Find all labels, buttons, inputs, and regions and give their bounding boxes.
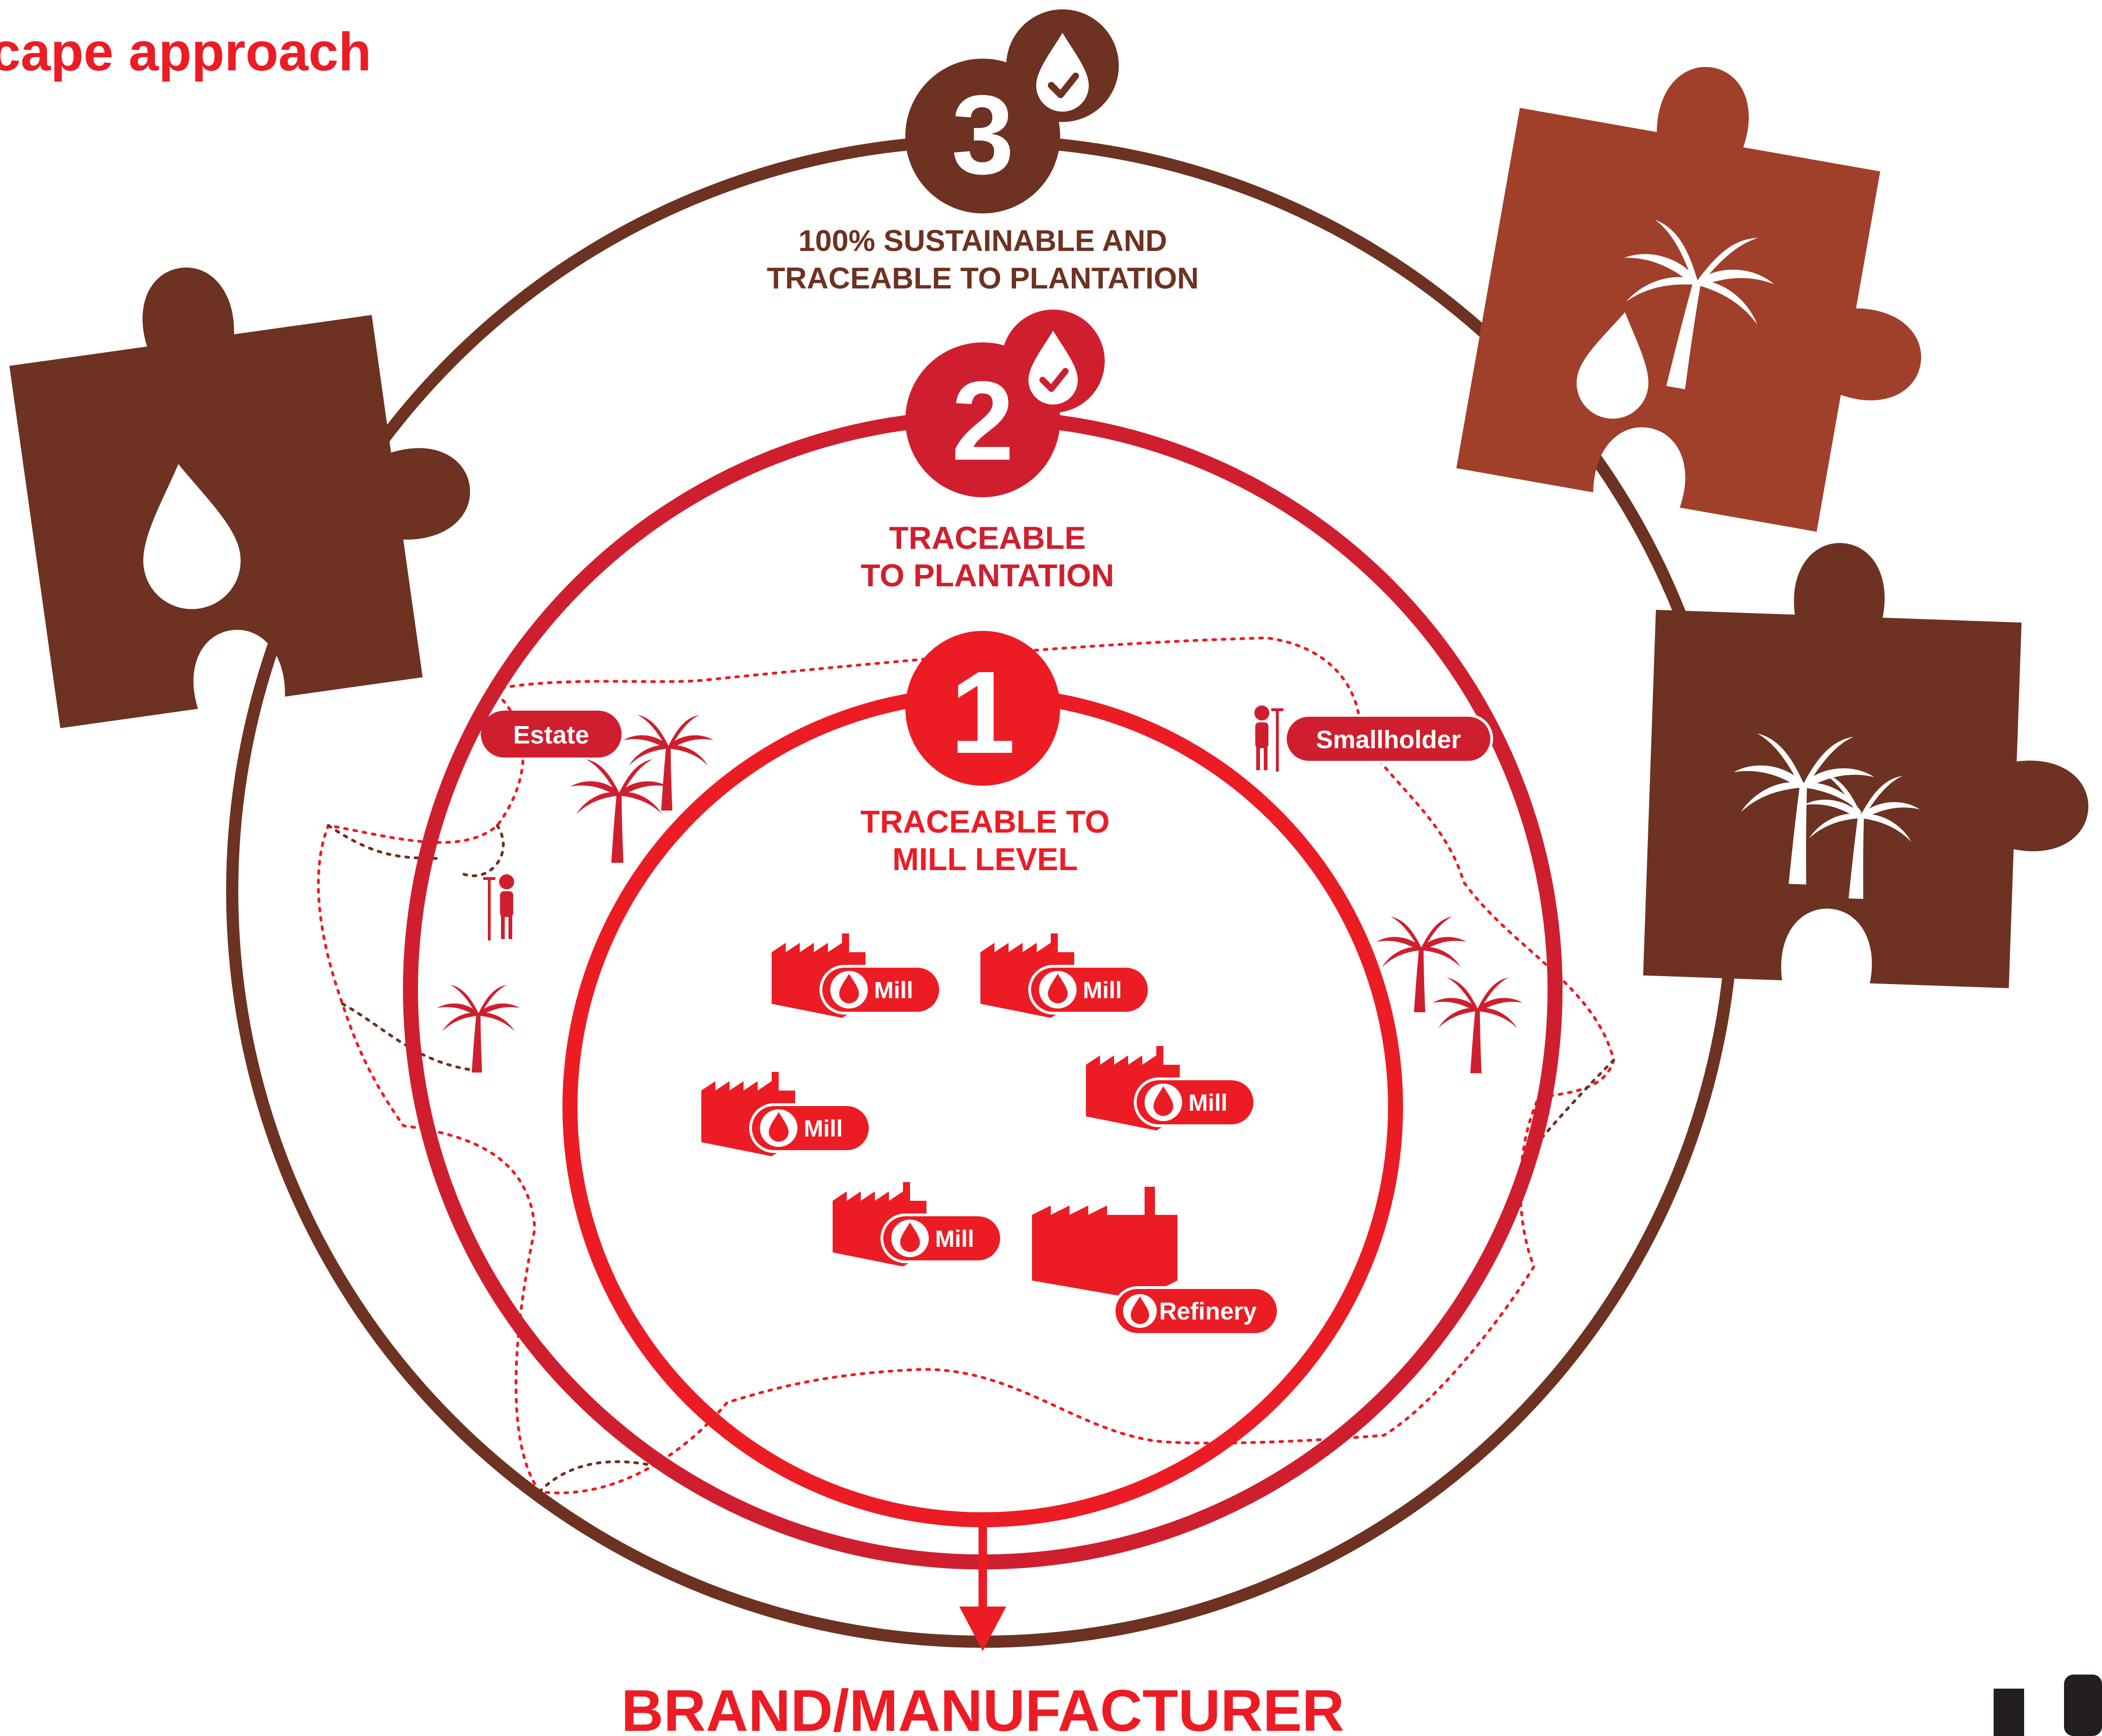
farmer-icon (483, 874, 514, 940)
palm-tree-icon (1376, 917, 1466, 1012)
svg-text:Mill: Mill (935, 1226, 974, 1252)
palm-tree-icon (1433, 978, 1523, 1073)
page-title: cape approach (0, 22, 372, 82)
refinery: Refinery (1032, 1187, 1280, 1336)
svg-text:Mill: Mill (804, 1115, 842, 1142)
level-2-badge: 2 (905, 310, 1105, 497)
level-1-label-line1: TRACEABLE TO (860, 804, 1109, 840)
oil-drop-check-icon (1028, 331, 1078, 405)
level-3-label-line2: TRACEABLE TO PLANTATION (767, 261, 1199, 295)
mill-1: Mill (772, 933, 942, 1018)
estate-tag: Estate (481, 711, 622, 758)
puzzle-piece-right (1643, 537, 2097, 991)
oil-drop-check-icon (1036, 33, 1089, 112)
svg-text:Smallholder: Smallholder (1316, 726, 1461, 754)
mill-3: Mill (701, 1072, 872, 1156)
level-2-number: 2 (951, 358, 1014, 484)
svg-text:Estate: Estate (513, 721, 589, 749)
level-3-badge: 3 (905, 9, 1119, 213)
svg-text:Mill: Mill (1188, 1090, 1227, 1116)
svg-text:Refinery: Refinery (1159, 1298, 1257, 1325)
puzzle-piece-left (0, 232, 495, 728)
level-3-number: 3 (951, 72, 1014, 197)
svg-text:Mill: Mill (874, 977, 913, 1003)
palm-tree-icon (437, 985, 520, 1073)
logo-fragment (1994, 1675, 2102, 1736)
brand-manufacturer-label: BRAND/MANUFACTURER (621, 1678, 1344, 1736)
level-1-badge: 1 (905, 631, 1060, 786)
level-3-label-line1: 100% SUSTAINABLE AND (798, 224, 1167, 258)
smallholder-tag: Smallholder (1284, 714, 1493, 764)
farmer-icon (1254, 705, 1283, 772)
level-2-label-line2: TO PLANTATION (861, 558, 1114, 593)
puzzle-piece-top-right (1456, 36, 1965, 545)
level-2-label-line1: TRACEABLE (889, 520, 1085, 556)
svg-text:Mill: Mill (1083, 977, 1122, 1003)
level-1-label-line2: MILL LEVEL (892, 841, 1078, 877)
mill-4: Mill (1086, 1046, 1256, 1130)
mill-2: Mill (980, 933, 1151, 1018)
level-1-number: 1 (950, 647, 1015, 778)
output-arrow (959, 1520, 1006, 1651)
mill-5: Mill (833, 1182, 1003, 1266)
landscape-boundary-outer (327, 824, 1615, 1493)
